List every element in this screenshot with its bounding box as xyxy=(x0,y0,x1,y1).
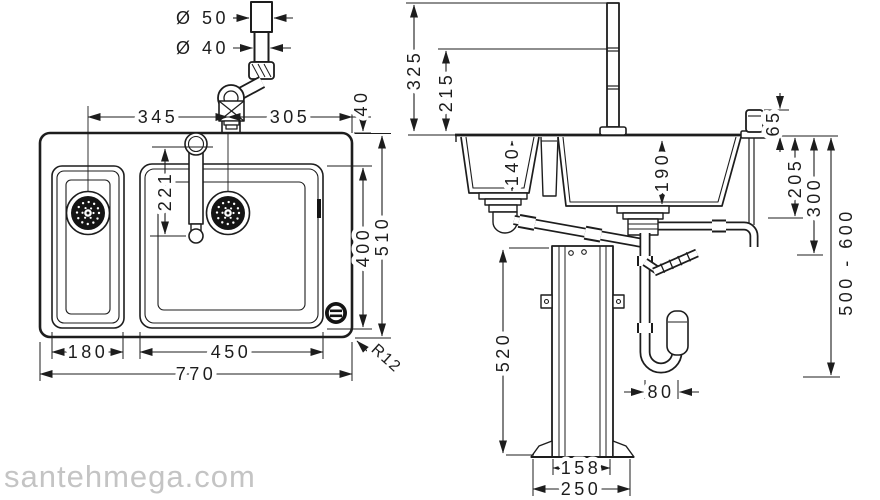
trap-outlet xyxy=(666,310,689,356)
overflow-slot xyxy=(317,199,321,218)
dim-180: 180 xyxy=(68,342,109,362)
dim-80: 80 xyxy=(647,382,674,402)
faucet-assembly-plan xyxy=(217,1,275,213)
watermark-text: santehmega.com xyxy=(4,459,256,494)
dim-345: 345 xyxy=(138,107,179,127)
dim-diameter-50: Ø 50 xyxy=(176,8,229,28)
overflow-knob-plan xyxy=(325,302,347,324)
dim-158: 158 xyxy=(561,458,602,478)
diameter-callouts: Ø 50 Ø 40 xyxy=(171,4,293,63)
rear-dim-chain: 345 305 40 xyxy=(87,85,376,134)
screw-hole xyxy=(581,249,587,255)
screw-hole xyxy=(568,250,574,256)
faucet-base-side xyxy=(599,126,627,136)
spout-plan xyxy=(184,132,208,244)
dim-215: 215 xyxy=(436,72,456,113)
dim-40: 40 xyxy=(351,89,371,116)
dim-510: 510 xyxy=(372,216,392,257)
dim-diameter-40: Ø 40 xyxy=(176,38,229,58)
dim-221: 221 xyxy=(155,171,175,212)
p-trap xyxy=(637,233,699,374)
dim-450: 450 xyxy=(211,342,252,362)
dim-300: 300 xyxy=(804,177,824,218)
strainer-main-bowl xyxy=(205,190,251,236)
faucet-pillar-side xyxy=(599,2,627,136)
under-counter-dims: 205 300 500 - 600 xyxy=(768,137,861,378)
side-view: 325 215 140 190 65 205 300 500 - xyxy=(400,2,861,500)
frame-height-dim: 520 xyxy=(489,247,549,456)
top-view: Ø 50 Ø 40 345 305 40 221 xyxy=(38,1,409,389)
corner-radius-callout: R12 xyxy=(356,337,409,381)
depth-dims: 400 510 xyxy=(327,133,397,339)
dim-500-600: 500 - 600 xyxy=(836,208,856,316)
waste-piping xyxy=(478,192,759,249)
dim-520: 520 xyxy=(493,332,513,373)
main-bowl-plan xyxy=(139,163,324,329)
drain-knob-side xyxy=(740,109,772,225)
width-dims: 180 450 770 xyxy=(39,332,353,389)
dim-770: 770 xyxy=(176,364,217,384)
trap-offset-dim: 80 xyxy=(624,378,699,407)
dim-205: 205 xyxy=(785,158,805,199)
mounting-column xyxy=(530,245,635,458)
dim-250: 250 xyxy=(561,479,602,499)
spout-reach-dim: 221 xyxy=(150,146,213,237)
dim-305: 305 xyxy=(270,107,311,127)
wall-bracket-left xyxy=(540,294,553,309)
dim-325: 325 xyxy=(404,50,424,91)
base-width-dims: 158 250 xyxy=(532,454,631,500)
spout-tip xyxy=(188,228,204,244)
wall-bracket-right xyxy=(612,294,625,309)
dim-400: 400 xyxy=(353,227,373,268)
strainer-small-bowl xyxy=(65,190,111,236)
foot-right xyxy=(612,440,635,458)
bowl-depth-dims: 140 190 xyxy=(498,140,677,205)
foot-left xyxy=(530,440,553,458)
dim-r12: R12 xyxy=(368,341,405,376)
bowls-section xyxy=(460,136,742,207)
knob-height-dim: 65 xyxy=(759,93,789,152)
faucet-height-dims: 325 215 xyxy=(400,2,607,132)
dim-140: 140 xyxy=(502,146,522,187)
dim-65: 65 xyxy=(763,109,783,136)
dim-190: 190 xyxy=(652,152,672,193)
